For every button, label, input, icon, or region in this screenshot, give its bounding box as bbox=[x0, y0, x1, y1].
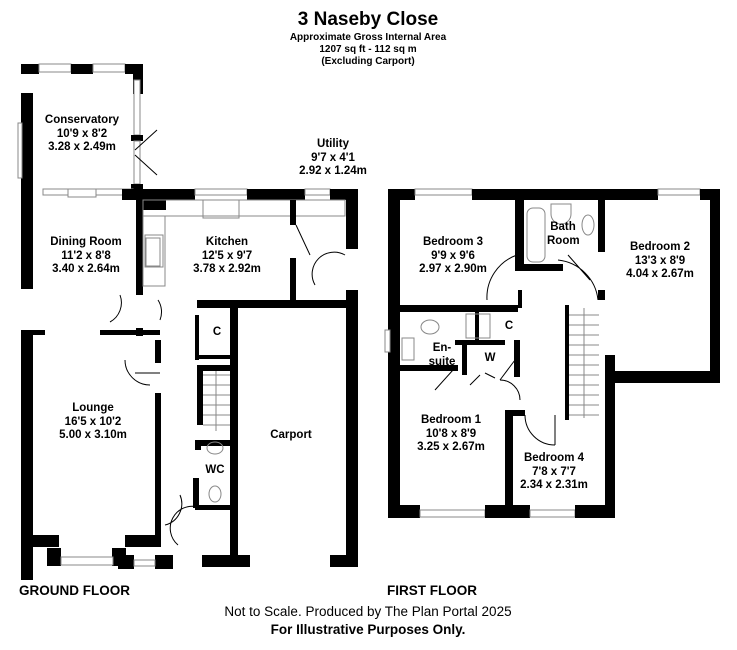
ground-floor-walls bbox=[17, 63, 358, 580]
room-name: Dining Room bbox=[50, 236, 122, 248]
room-cupboard: C bbox=[212, 326, 222, 338]
room-metric: 5.00 x 3.10m bbox=[59, 429, 127, 441]
room-metric: 2.92 x 1.24m bbox=[299, 165, 367, 177]
room-cupboard-first-floor: C bbox=[504, 320, 514, 332]
room-metric: 3.28 x 2.49m bbox=[48, 141, 116, 153]
first-floor-walls bbox=[384, 188, 720, 518]
room-wardrobe: W bbox=[484, 352, 496, 364]
room-imperial: 13'3 x 8'9 bbox=[634, 254, 686, 267]
room-imperial: 9'9 x 9'6 bbox=[431, 249, 475, 262]
room-name: Lounge bbox=[72, 402, 114, 414]
area-value: 1207 sq ft - 112 sq m bbox=[319, 44, 417, 55]
first-floor-label: FIRST FLOOR bbox=[387, 583, 477, 598]
room-lounge: Lounge 16'5 x 10'2 5.00 x 3.10m bbox=[59, 402, 127, 443]
room-bedroom-1: Bedroom 1 10'8 x 8'9 3.25 x 2.67m bbox=[417, 414, 485, 455]
room-wc: WC bbox=[205, 464, 225, 476]
first-floor-fixtures bbox=[401, 203, 599, 446]
room-imperial: 10'9 x 8'2 bbox=[56, 127, 108, 140]
room-name: Bedroom 1 bbox=[420, 414, 482, 426]
room-metric: 3.40 x 2.64m bbox=[52, 263, 120, 275]
room-bedroom-3: Bedroom 3 9'9 x 9'6 2.97 x 2.90m bbox=[419, 236, 487, 277]
room-imperial: 9'7 x 4'1 bbox=[311, 151, 355, 164]
area-label: Approximate Gross Internal Area bbox=[289, 32, 447, 43]
room-utility: Utility 9'7 x 4'1 2.92 x 1.24m bbox=[299, 138, 367, 179]
room-name: Bedroom 4 bbox=[523, 452, 585, 464]
area-note: (Excluding Carport) bbox=[321, 56, 415, 67]
room-imperial: 12'5 x 9'7 bbox=[201, 249, 253, 262]
room-name: Bedroom 2 bbox=[629, 241, 691, 253]
room-carport: Carport bbox=[270, 429, 312, 441]
room-kitchen: Kitchen 12'5 x 9'7 3.78 x 2.92m bbox=[193, 236, 261, 277]
room-en-suite: En-suite bbox=[428, 342, 456, 368]
room-bedroom-4: Bedroom 4 7'8 x 7'7 2.34 x 2.31m bbox=[520, 452, 588, 493]
room-dining-room: Dining Room 11'2 x 8'8 3.40 x 2.64m bbox=[50, 236, 122, 277]
room-name: Conservatory bbox=[44, 114, 120, 126]
room-metric: 3.78 x 2.92m bbox=[193, 263, 261, 275]
room-imperial: 11'2 x 8'8 bbox=[61, 249, 111, 262]
room-imperial: 16'5 x 10'2 bbox=[64, 415, 122, 428]
room-imperial: 10'8 x 8'9 bbox=[425, 427, 477, 440]
room-imperial: 7'8 x 7'7 bbox=[532, 465, 576, 478]
room-bedroom-2: Bedroom 2 13'3 x 8'9 4.04 x 2.67m bbox=[626, 241, 694, 282]
ground-floor-fixtures bbox=[109, 129, 346, 546]
room-bathroom: Bath Room bbox=[547, 221, 580, 247]
ground-floor-label: GROUND FLOOR bbox=[19, 583, 130, 598]
footer-disclaimer: Not to Scale. Produced by The Plan Porta… bbox=[224, 604, 512, 619]
room-metric: 3.25 x 2.67m bbox=[417, 441, 485, 453]
footer-illustrative: For Illustrative Purposes Only. bbox=[270, 622, 466, 637]
area-summary: Approximate Gross Internal Area 1207 sq … bbox=[290, 32, 446, 68]
property-title: 3 Naseby Close bbox=[297, 9, 439, 30]
room-name: Utility bbox=[317, 138, 349, 150]
room-name: Bedroom 3 bbox=[422, 236, 484, 248]
room-name: Kitchen bbox=[205, 236, 249, 248]
room-metric: 4.04 x 2.67m bbox=[626, 268, 694, 280]
room-metric: 2.34 x 2.31m bbox=[520, 479, 588, 491]
room-conservatory: Conservatory 10'9 x 8'2 3.28 x 2.49m bbox=[45, 114, 119, 155]
room-metric: 2.97 x 2.90m bbox=[419, 263, 487, 275]
